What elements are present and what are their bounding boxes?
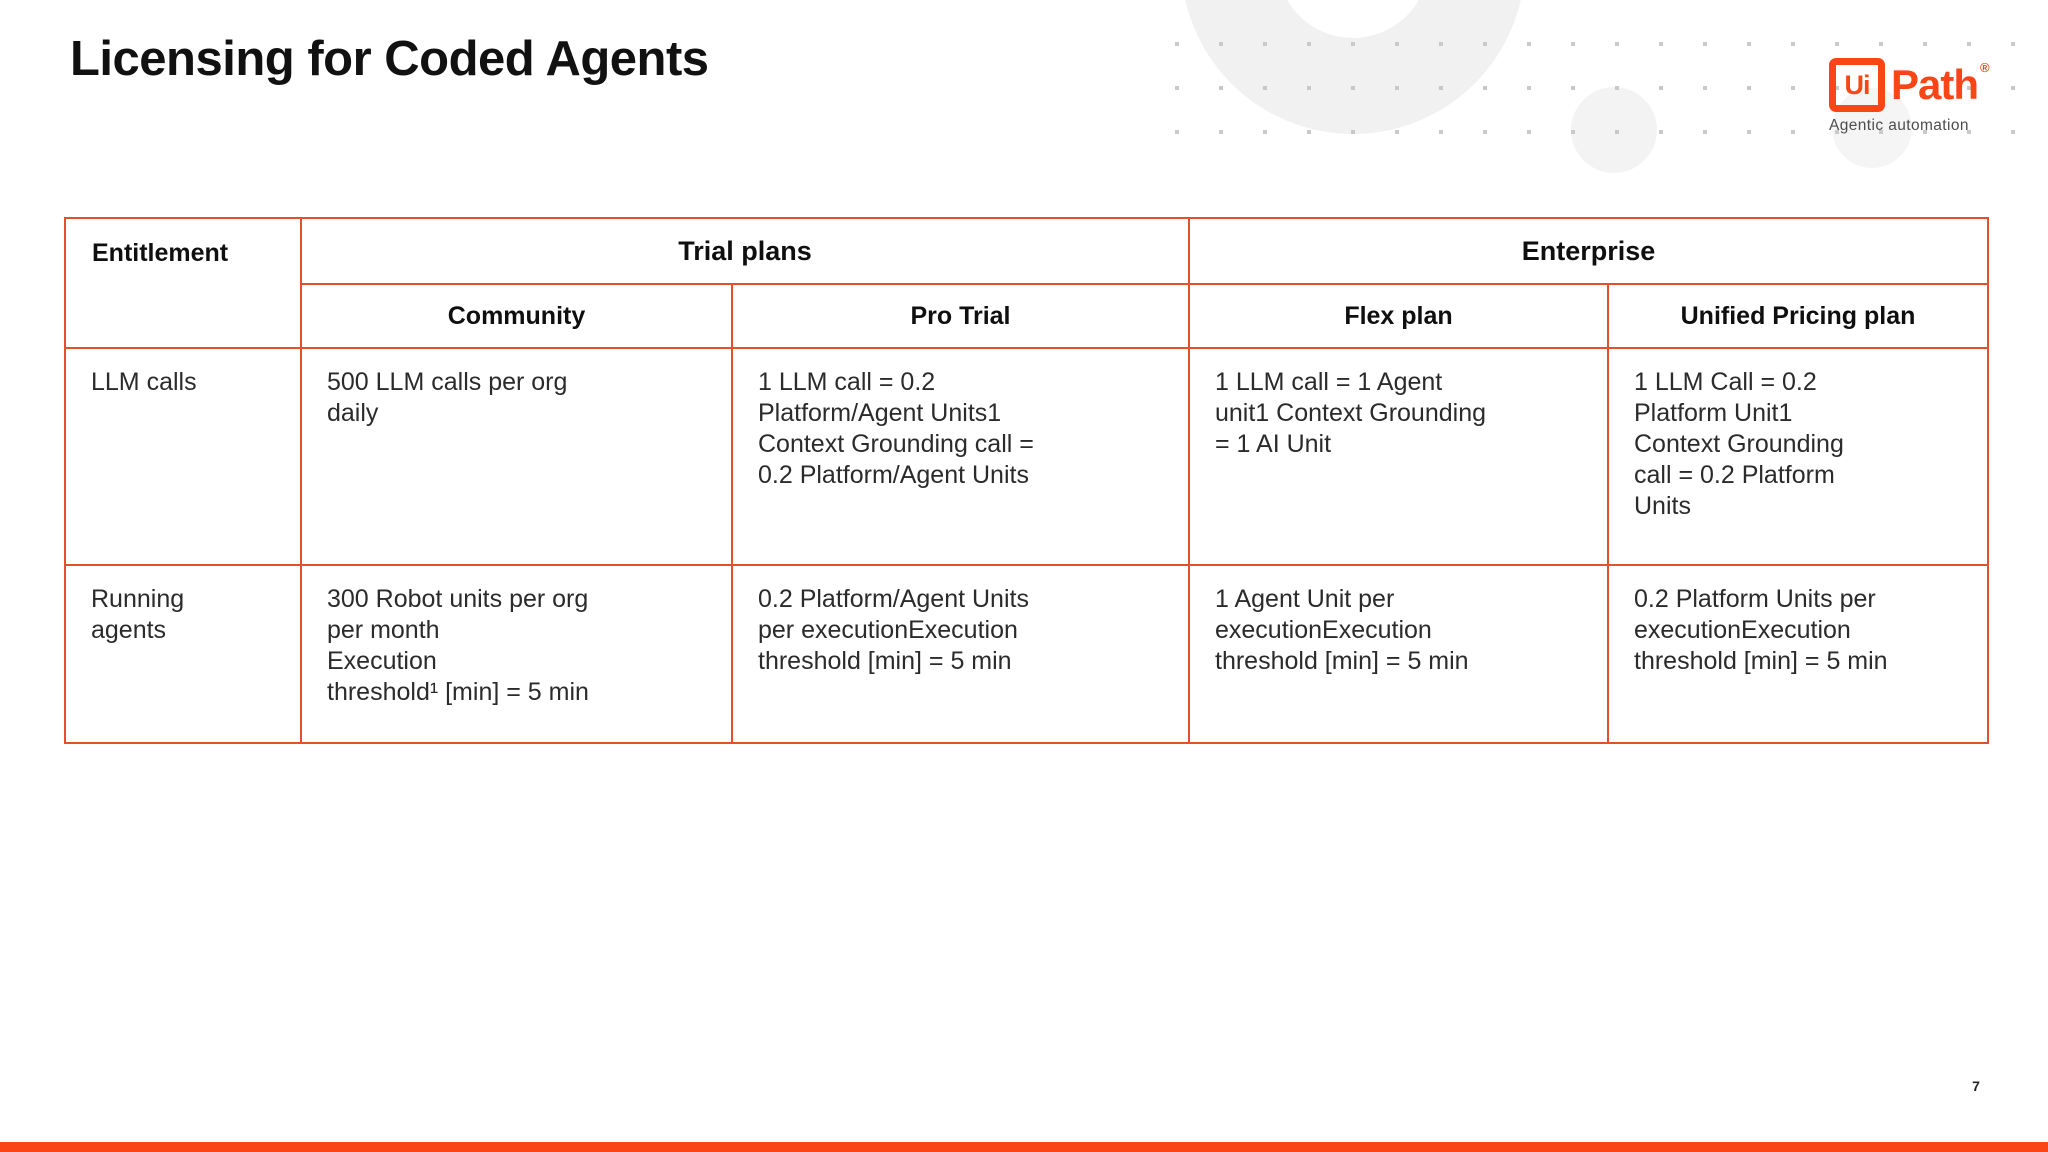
dot-icon xyxy=(1879,130,1883,134)
dot-icon xyxy=(2011,130,2015,134)
dot-icon xyxy=(1395,42,1399,46)
plan-header-unified-pricing-plan: Unified Pricing plan xyxy=(1607,283,1989,349)
registered-trademark-icon: ® xyxy=(1980,60,1990,75)
entitlement-header: Entitlement xyxy=(64,217,302,349)
footer-accent-bar xyxy=(0,1142,2048,1152)
dot-icon xyxy=(1703,86,1707,90)
dot-icon xyxy=(1571,86,1575,90)
dot-icon xyxy=(1923,130,1927,134)
dot-icon xyxy=(1527,42,1531,46)
group-header-enterprise: Enterprise xyxy=(1188,217,1989,285)
uipath-logo-box-icon: Ui xyxy=(1829,58,1885,112)
dot-icon xyxy=(1571,42,1575,46)
uipath-logo-box-text: Ui xyxy=(1844,69,1871,100)
cell-llm-unified-pricing: 1 LLM Call = 0.2 Platform Unit1 Context … xyxy=(1607,347,1989,566)
dot-icon xyxy=(1923,42,1927,46)
dot-icon xyxy=(1791,130,1795,134)
uipath-logo: Ui Path ® Agentic automation xyxy=(1829,58,1990,135)
dot-icon xyxy=(1483,86,1487,90)
dot-icon xyxy=(1835,42,1839,46)
dot-icon xyxy=(1439,130,1443,134)
dot-icon xyxy=(1439,86,1443,90)
dot-icon xyxy=(1703,42,1707,46)
dot-icon xyxy=(1879,42,1883,46)
dot-icon xyxy=(1527,130,1531,134)
dot-icon xyxy=(1791,86,1795,90)
dot-icon xyxy=(1395,130,1399,134)
dot-icon xyxy=(1967,86,1971,90)
dot-icon xyxy=(1615,42,1619,46)
dot-icon xyxy=(1615,130,1619,134)
cell-llm-pro-trial: 1 LLM call = 0.2 Platform/Agent Units1 C… xyxy=(731,347,1190,566)
dot-icon xyxy=(1659,130,1663,134)
dot-icon xyxy=(1747,130,1751,134)
dot-icon xyxy=(1483,130,1487,134)
uipath-tagline: Agentic automation xyxy=(1829,117,1969,134)
row-label-llm-calls: LLM calls xyxy=(64,347,302,566)
cell-running-community: 300 Robot units per org per month Execut… xyxy=(300,564,733,744)
group-header-trial-plans: Trial plans xyxy=(300,217,1190,285)
dot-icon xyxy=(1307,130,1311,134)
dot-icon xyxy=(1351,130,1355,134)
circle-decoration-small xyxy=(1832,88,1912,168)
page-number: 7 xyxy=(1972,1078,1980,1094)
licensing-table: Entitlement Trial plans Enterprise Commu… xyxy=(64,217,1989,744)
cell-llm-flex-plan: 1 LLM call = 1 Agent unit1 Context Groun… xyxy=(1188,347,1609,566)
dot-icon xyxy=(1219,86,1223,90)
dot-icon xyxy=(2011,42,2015,46)
dot-icon xyxy=(1219,130,1223,134)
dot-icon xyxy=(1571,130,1575,134)
uipath-logo-row: Ui Path ® xyxy=(1829,58,1990,112)
dot-icon xyxy=(1439,42,1443,46)
dot-icon xyxy=(1175,42,1179,46)
table-row-running-agents: Running agents 300 Robot units per org p… xyxy=(64,564,1989,744)
dot-icon xyxy=(1527,86,1531,90)
circle-decoration xyxy=(1571,87,1657,173)
table-row-llm-calls: LLM calls 500 LLM calls per org daily 1 … xyxy=(64,347,1989,566)
dot-icon xyxy=(1703,130,1707,134)
plan-header-pro-trial: Pro Trial xyxy=(731,283,1190,349)
dot-icon xyxy=(1395,86,1399,90)
dot-icon xyxy=(1835,86,1839,90)
dot-icon xyxy=(1483,42,1487,46)
dot-icon xyxy=(1791,42,1795,46)
dot-icon xyxy=(1175,86,1179,90)
dot-icon xyxy=(1263,86,1267,90)
cell-llm-community: 500 LLM calls per org daily xyxy=(300,347,733,566)
dot-icon xyxy=(1307,42,1311,46)
uipath-wordmark: Path xyxy=(1891,61,1979,108)
dot-icon xyxy=(1835,130,1839,134)
dot-icon xyxy=(1967,130,1971,134)
dot-icon xyxy=(1175,130,1179,134)
row-label-running-agents: Running agents xyxy=(64,564,302,744)
ring-decoration xyxy=(1181,0,1525,134)
dot-icon xyxy=(1659,42,1663,46)
dot-icon xyxy=(1263,42,1267,46)
plan-header-flex-plan: Flex plan xyxy=(1188,283,1609,349)
dot-icon xyxy=(1263,130,1267,134)
dot-icon xyxy=(1923,86,1927,90)
cell-running-flex-plan: 1 Agent Unit per executionExecution thre… xyxy=(1188,564,1609,744)
page-title: Licensing for Coded Agents xyxy=(70,32,709,86)
dot-icon xyxy=(1615,86,1619,90)
dot-icon xyxy=(1659,86,1663,90)
dot-icon xyxy=(1219,42,1223,46)
dot-icon xyxy=(1351,42,1355,46)
plan-header-community: Community xyxy=(300,283,733,349)
cell-running-unified-pricing: 0.2 Platform Units per executionExecutio… xyxy=(1607,564,1989,744)
dot-icon xyxy=(1747,86,1751,90)
dot-icon xyxy=(1351,86,1355,90)
dot-icon xyxy=(1967,42,1971,46)
dot-icon xyxy=(2011,86,2015,90)
dot-icon xyxy=(1747,42,1751,46)
cell-running-pro-trial: 0.2 Platform/Agent Units per executionEx… xyxy=(731,564,1190,744)
dot-icon xyxy=(1307,86,1311,90)
